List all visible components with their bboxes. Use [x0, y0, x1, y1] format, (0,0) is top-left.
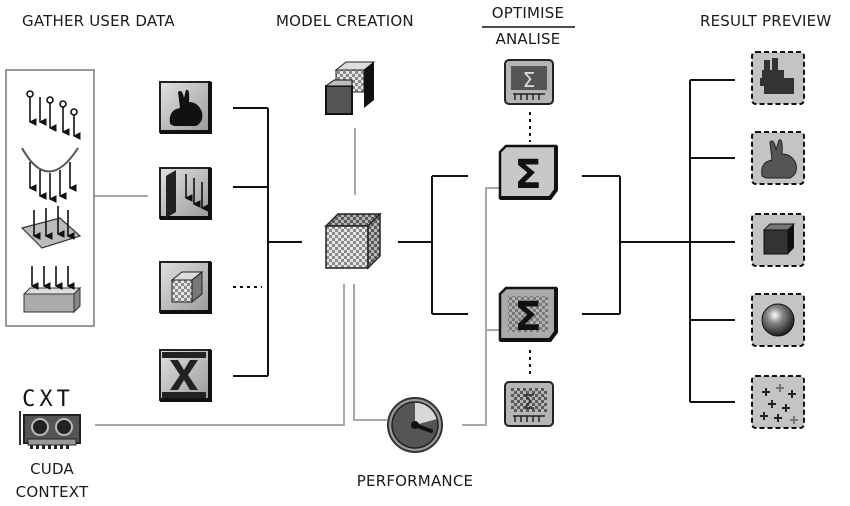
point-loads-glyph	[26, 90, 81, 140]
svg-text:Σ: Σ	[523, 390, 536, 414]
header-gather-user-data: GATHER USER DATA	[22, 12, 175, 30]
bunny-mesh-icon	[169, 89, 203, 126]
connectors	[94, 79, 735, 426]
result-icon-voxel-bunny	[751, 51, 805, 105]
performance-label: PERFORMANCE	[356, 472, 474, 490]
cuda-label-line1: CUDA	[30, 460, 74, 478]
header-optimise: OPTIMISE	[491, 4, 565, 22]
result-icon-bunny	[751, 131, 805, 185]
voxel-model-cube	[324, 212, 382, 270]
result-icon-plus-pattern	[751, 375, 805, 429]
voxel-cube-icon	[170, 270, 204, 304]
gather-icon-bunny	[159, 81, 212, 134]
model-preview-icon	[324, 61, 376, 115]
header-result-preview: RESULT PREVIEW	[700, 12, 832, 30]
input-panel	[5, 69, 95, 327]
bunny-icon	[761, 139, 797, 179]
performance-gauge-icon	[387, 397, 443, 453]
connector-cuda-performance	[95, 284, 345, 426]
result-icon-sphere	[751, 293, 805, 347]
gather-icon-voxel	[159, 261, 212, 314]
plus-pattern-icon	[760, 384, 798, 424]
svg-text:Σ: Σ	[523, 68, 536, 92]
header-model-creation: MODEL CREATION	[276, 12, 414, 30]
block-load-glyph	[22, 266, 82, 314]
surface-load-glyph	[20, 206, 82, 249]
cuda-label-line2: CONTEXT	[15, 483, 89, 501]
connector-performance-optimise	[462, 187, 500, 426]
result-icon-cube	[751, 213, 805, 267]
voxel-bunny-icon	[760, 58, 794, 94]
cuda-chip-icon	[19, 411, 81, 449]
analise-small-icon-bottom: Σ	[504, 381, 554, 427]
analise-sigma-icon: Σ	[498, 286, 558, 342]
optimise-sigma-icon: Σ	[498, 144, 558, 200]
gather-icon-cross	[159, 349, 212, 402]
sphere-icon	[761, 303, 795, 337]
point-loads-icon	[166, 170, 176, 218]
header-analise: ANALISE	[495, 30, 561, 48]
svg-text:Σ: Σ	[514, 152, 541, 198]
cube-icon	[762, 223, 796, 255]
svg-text:Σ: Σ	[514, 294, 541, 340]
connector-cube-performance	[353, 284, 387, 421]
cuda-chip-text: CXT	[22, 387, 74, 412]
optimise-small-icon-top: Σ	[504, 59, 554, 105]
curve-load-glyph	[21, 147, 79, 203]
gather-icon-loads	[159, 167, 212, 220]
cross-icon	[162, 352, 206, 398]
